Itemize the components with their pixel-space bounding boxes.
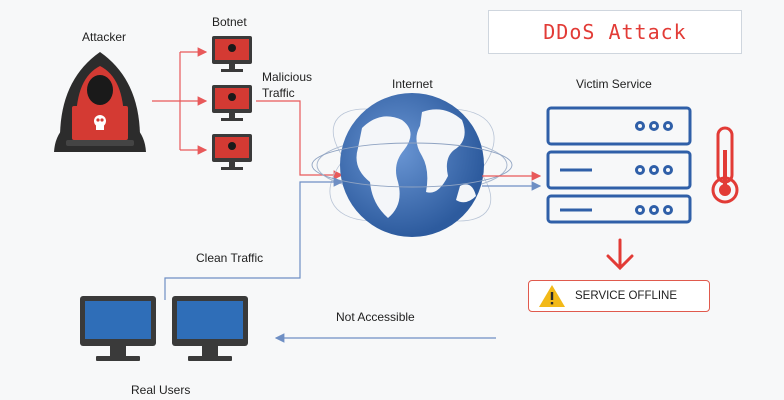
real-users-label: Real Users xyxy=(131,383,191,397)
user-computer-icon xyxy=(172,296,248,361)
attacker-label: Attacker xyxy=(82,30,127,44)
down-arrow-icon xyxy=(606,238,634,271)
thermometer-icon xyxy=(711,126,739,204)
hacker-icon xyxy=(54,52,146,152)
server-icon xyxy=(546,106,692,224)
attacker-to-botnet-arrows xyxy=(152,47,208,155)
not-accessible-label: Not Accessible xyxy=(336,310,415,324)
title-box: DDoS Attack xyxy=(488,10,742,54)
malicious-traffic-label-line1: Malicious xyxy=(262,70,313,84)
internet-label: Internet xyxy=(392,77,433,91)
user-computer-icon xyxy=(80,296,156,361)
bot-computer-icon xyxy=(212,36,252,72)
victim-service-label: Victim Service xyxy=(576,77,652,91)
bot-computer-icon xyxy=(212,85,252,121)
warning-icon xyxy=(539,285,565,307)
service-offline-badge: SERVICE OFFLINE xyxy=(528,280,710,312)
clean-traffic-arrow xyxy=(164,177,344,300)
bot-computer-icon xyxy=(212,134,252,170)
service-offline-label: SERVICE OFFLINE xyxy=(575,290,678,302)
malicious-traffic-label-line2: Traffic xyxy=(262,86,295,100)
diagram-title: DDoS Attack xyxy=(543,20,687,44)
globe-icon xyxy=(311,93,513,237)
botnet-label: Botnet xyxy=(212,15,247,29)
clean-traffic-label: Clean Traffic xyxy=(196,251,264,265)
malicious-traffic-arrow xyxy=(256,100,344,180)
